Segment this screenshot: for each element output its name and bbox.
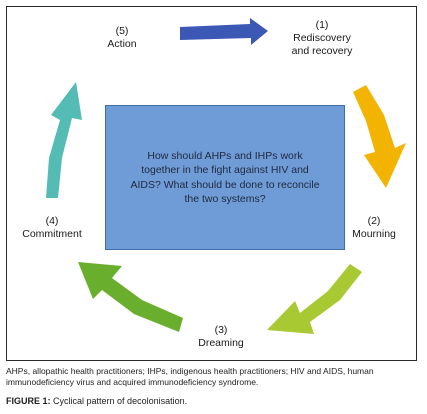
- figure-caption-text: Cyclical pattern of decolonisation.: [53, 396, 188, 406]
- arrow-dreaming-to-commitment: [78, 262, 183, 332]
- figure-caption-label: FIGURE 1:: [6, 396, 51, 406]
- arrow-commitment-to-action: [46, 82, 82, 198]
- stage-dreaming-number: (3): [214, 324, 228, 336]
- stage-mourning-number: (2): [367, 215, 381, 227]
- central-question-text: How should AHPs and IHPs work together i…: [130, 149, 320, 206]
- stage-rediscovery: (1) Rediscovery and recovery: [282, 19, 362, 58]
- central-question-text-wrap: How should AHPs and IHPs work together i…: [106, 106, 344, 249]
- central-question-box: How should AHPs and IHPs work together i…: [105, 105, 345, 250]
- stage-action: (5) Action: [92, 25, 152, 51]
- stage-commitment-number: (4): [45, 215, 59, 227]
- stage-rediscovery-name-line1: Rediscovery: [293, 32, 351, 44]
- arrow-rediscovery-to-mourning: [353, 85, 406, 188]
- stage-action-name: Action: [107, 38, 137, 50]
- figure-footnote: AHPs, allopathic health practitioners; I…: [6, 366, 374, 387]
- stage-mourning: (2) Mourning: [344, 215, 404, 241]
- stage-commitment-name: Commitment: [22, 228, 82, 240]
- stage-action-number: (5): [115, 25, 129, 37]
- stage-dreaming: (3) Dreaming: [191, 324, 251, 350]
- stage-rediscovery-number: (1): [315, 19, 329, 31]
- figure-frame: [6, 6, 417, 361]
- stage-dreaming-name: Dreaming: [198, 337, 244, 349]
- figure-caption: FIGURE 1: Cyclical pattern of decolonisa…: [6, 395, 187, 407]
- stage-mourning-name: Mourning: [352, 228, 396, 240]
- stage-commitment: (4) Commitment: [14, 215, 90, 241]
- arrow-mourning-to-dreaming: [267, 264, 362, 334]
- stage-rediscovery-name-line2: and recovery: [291, 45, 353, 57]
- arrow-action-to-rediscovery: [180, 18, 268, 45]
